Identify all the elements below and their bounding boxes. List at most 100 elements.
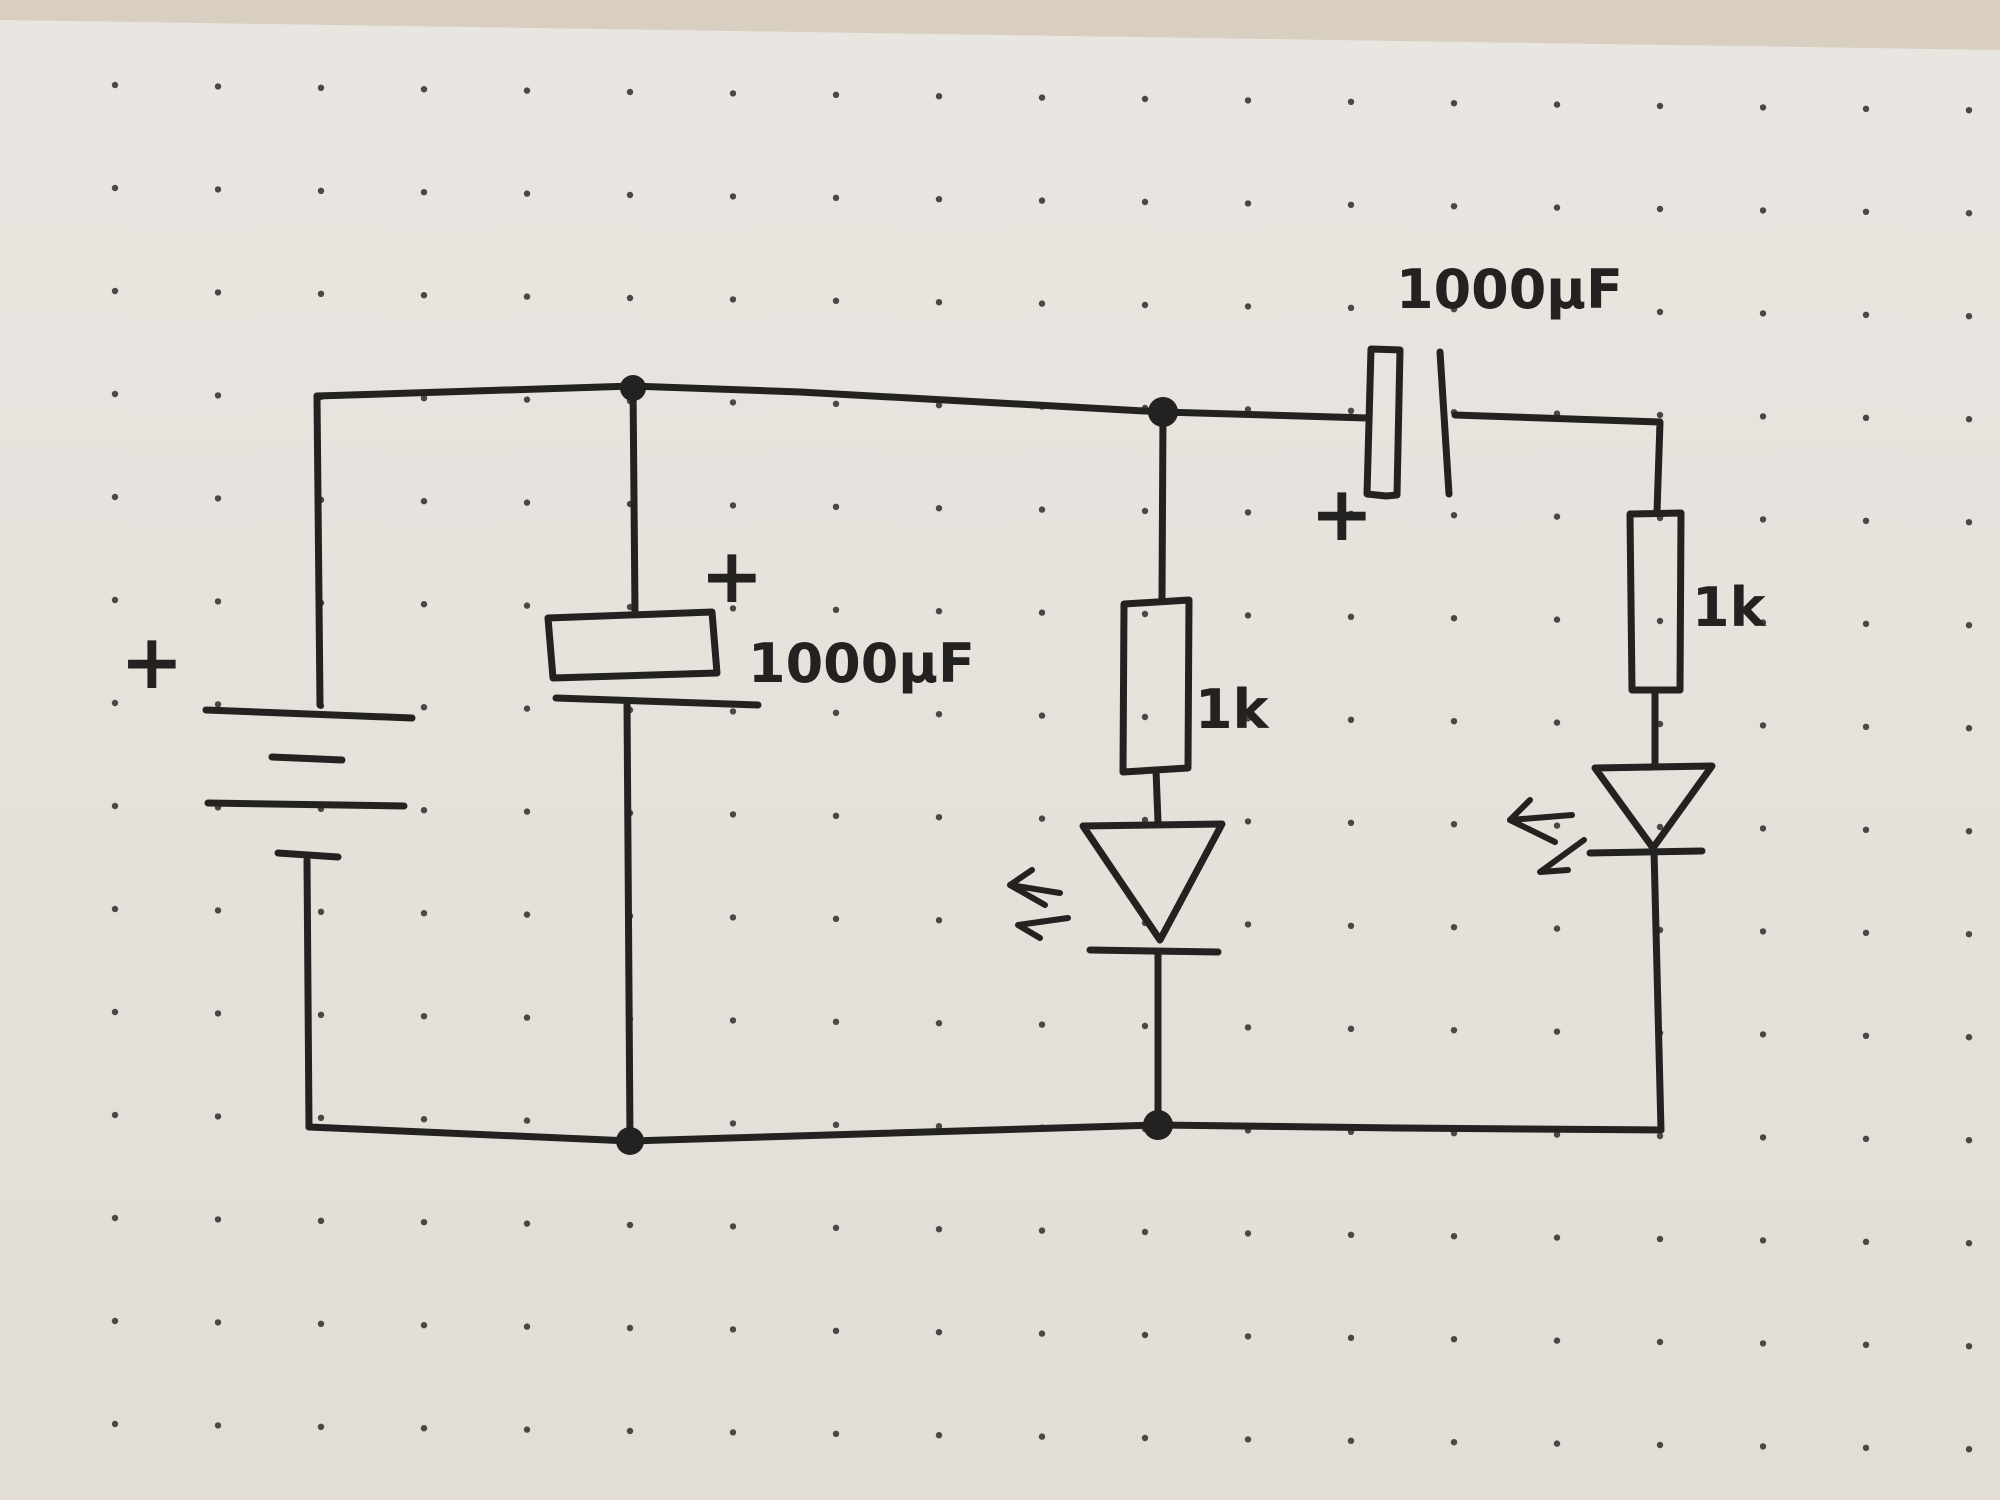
grid-dot (1553, 101, 1561, 108)
junction-node (1143, 1110, 1173, 1140)
grid-dot (1244, 200, 1252, 207)
grid-dot (1244, 303, 1252, 310)
grid-dot (1450, 1439, 1458, 1446)
grid-dot (214, 701, 222, 708)
grid-dot (214, 83, 222, 90)
grid-dot (1759, 310, 1767, 317)
grid-dot (1141, 507, 1149, 515)
grid-dot (729, 914, 737, 921)
grid-dot (1038, 712, 1046, 719)
grid-dot (1656, 308, 1664, 316)
grid-dot (729, 1429, 737, 1436)
grid-dot (1656, 205, 1664, 213)
grid-dot (1759, 104, 1767, 111)
junction-node (1148, 397, 1178, 427)
grid-dot (1347, 98, 1355, 106)
dot-grid (111, 81, 1973, 1453)
junction-node (616, 1127, 644, 1155)
grid-dot (420, 1322, 428, 1329)
grid-dot (1244, 612, 1252, 619)
grid-dot (1347, 819, 1355, 826)
grid-dot (523, 293, 531, 300)
grid-dot (420, 395, 428, 402)
grid-dot (214, 289, 222, 296)
grid-dot (420, 498, 428, 505)
grid-dot (1553, 616, 1561, 623)
grid-dot (1656, 1441, 1664, 1449)
grid-dot (111, 287, 119, 295)
grid-dot (111, 81, 119, 89)
grid-dot (1965, 725, 1973, 732)
grid-dot (1038, 197, 1046, 204)
grid-dot (420, 807, 428, 814)
grid-dot (1553, 822, 1561, 829)
grid-dot (935, 505, 943, 512)
grid-dot (1862, 826, 1870, 833)
wire-right-top (1451, 411, 1664, 516)
grid-dot (1553, 204, 1561, 211)
grid-dot (420, 189, 428, 196)
grid-dot (1759, 619, 1767, 626)
grid-dot (420, 704, 428, 711)
grid-dot (1244, 921, 1252, 928)
grid-dot (729, 708, 737, 715)
junction-node (620, 375, 646, 401)
grid-dot (111, 1008, 119, 1016)
grid-dot (1759, 516, 1767, 523)
grid-dot (626, 294, 634, 302)
grid-dot (1862, 311, 1870, 318)
grid-dot (832, 1327, 840, 1335)
grid-dot (1862, 208, 1870, 215)
grid-dot (729, 399, 737, 406)
grid-dot (214, 598, 222, 605)
grid-dot (1553, 1131, 1561, 1138)
grid-dot (1347, 613, 1355, 620)
grid-dot (1347, 716, 1355, 723)
grid-dot (1347, 1334, 1355, 1342)
grid-dot (1038, 1227, 1046, 1234)
grid-dot (1656, 411, 1664, 419)
grid-dot (1965, 828, 1973, 835)
grid-dot (1450, 924, 1458, 931)
grid-dot (1450, 615, 1458, 622)
grid-dot (832, 91, 840, 99)
grid-dot (832, 1018, 840, 1025)
grid-dot (420, 1116, 428, 1123)
grid-dot (1038, 1021, 1046, 1028)
grid-dot (1759, 825, 1767, 832)
grid-dot (1656, 1235, 1664, 1243)
grid-dot (317, 1423, 325, 1431)
grid-dot (523, 87, 531, 94)
grid-dot (832, 503, 840, 510)
grid-dot (1141, 1022, 1149, 1030)
grid-dot (729, 1120, 737, 1127)
grid-dot (935, 1020, 943, 1027)
grid-dot (1759, 1340, 1767, 1347)
grid-dot (729, 1017, 737, 1024)
grid-dot (111, 1420, 119, 1428)
grid-dot (317, 84, 325, 92)
grid-dot (111, 596, 119, 604)
grid-dot (420, 910, 428, 917)
grid-dot (111, 699, 119, 707)
grid-dot (1244, 1230, 1252, 1237)
grid-dot (729, 1223, 737, 1230)
grid-dot (214, 186, 222, 193)
grid-dot (1038, 506, 1046, 513)
grid-dot (317, 908, 325, 915)
grid-dot (1862, 414, 1870, 421)
grid-dot (1553, 1337, 1561, 1344)
grid-dot (1965, 1137, 1973, 1144)
grid-dot (317, 290, 325, 297)
grid-dot (935, 1329, 943, 1336)
capacitor-parallel-value-label: 1000µF (748, 632, 975, 695)
wire-right-bottom (1650, 846, 1665, 1134)
grid-dot (832, 606, 840, 613)
grid-dot (729, 811, 737, 818)
wire-middle-top (1158, 408, 1167, 604)
grid-dot (935, 196, 943, 203)
grid-dot (420, 86, 428, 93)
grid-dot (1862, 1135, 1870, 1143)
grid-dot (1965, 622, 1973, 629)
grid-dot (1656, 823, 1664, 831)
